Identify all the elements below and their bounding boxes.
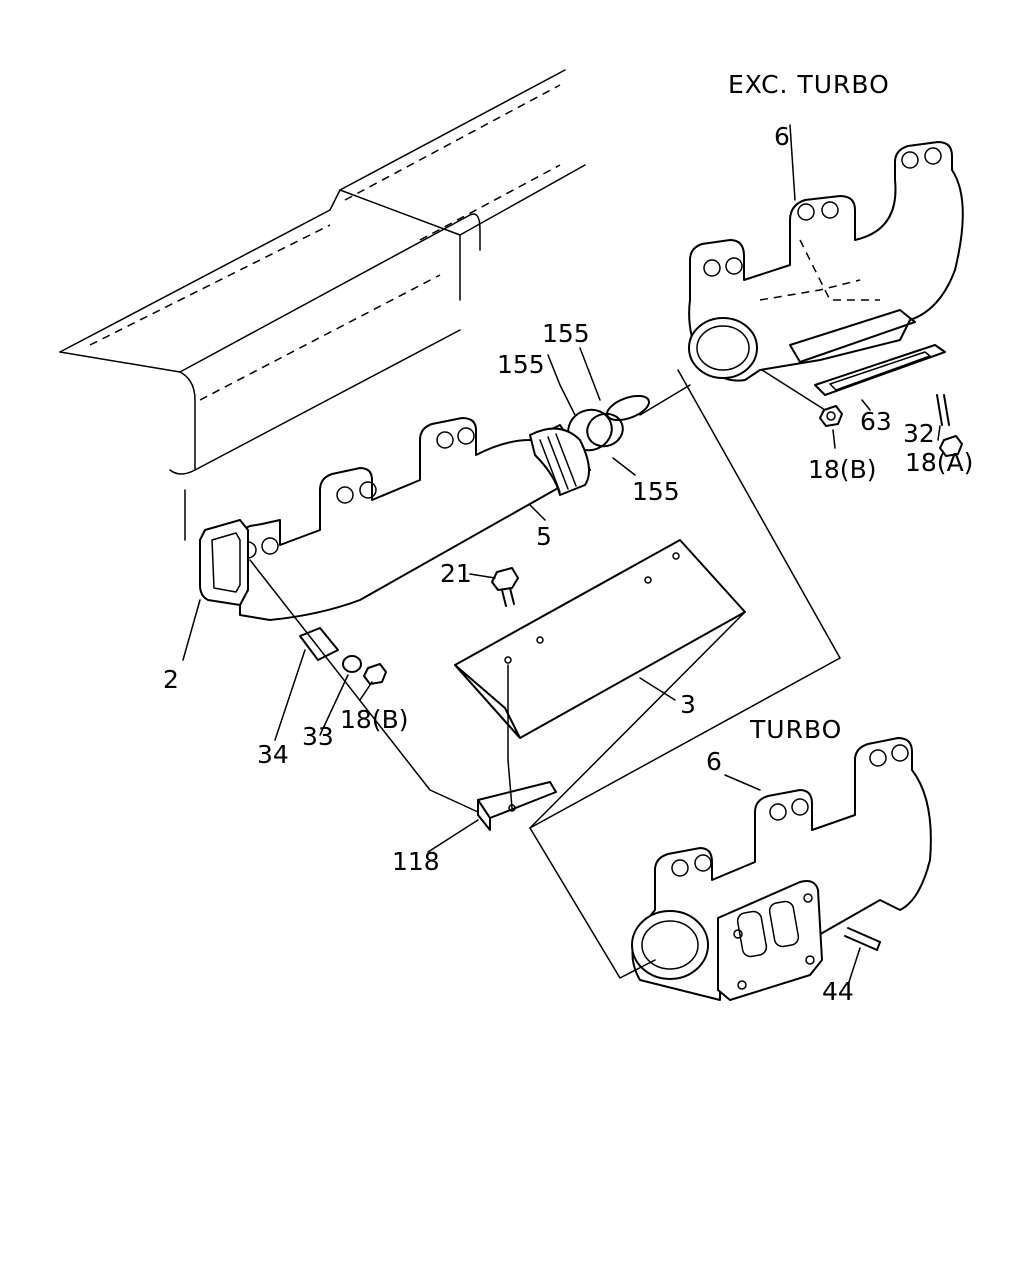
turbo-flange (717, 880, 823, 1001)
washer-33 (342, 655, 362, 673)
nut-18b-top (819, 405, 843, 427)
gasket-2 (199, 519, 249, 606)
callout-63: 63 (860, 407, 892, 436)
nut-18b-bottom (363, 663, 387, 685)
bracket-118 (477, 781, 557, 831)
manifold-exc-turbo (688, 141, 964, 382)
heat-shield-3 (454, 539, 746, 739)
callout-3: 3 (680, 690, 696, 719)
callout-18b-bottom: 18(B) (340, 705, 408, 734)
callout-33: 33 (302, 722, 334, 751)
spacer-34 (299, 627, 339, 661)
gasket-63 (814, 344, 946, 396)
callout-34: 34 (257, 740, 289, 769)
leader-lines (182, 124, 941, 986)
callout-32: 32 (903, 419, 935, 448)
callout-2: 2 (163, 665, 179, 694)
stud-44 (844, 927, 881, 951)
heading-turbo: TURBO (749, 715, 842, 744)
callout-155-a: 155 (542, 319, 590, 348)
manifold-main (239, 417, 591, 621)
callout-155-c: 155 (632, 477, 680, 506)
callout-155-b: 155 (497, 350, 545, 379)
heading-exc-turbo: EXC. TURBO (728, 70, 890, 99)
callout-118: 118 (392, 847, 440, 876)
callout-18a: 18(A) (905, 448, 973, 477)
engine-block-outline (59, 69, 586, 541)
callout-6-bottom: 6 (706, 747, 722, 776)
callout-5: 5 (536, 522, 552, 551)
bolt-21 (491, 567, 519, 607)
callout-44: 44 (822, 977, 854, 1006)
callout-6-top: 6 (774, 122, 790, 151)
stud-32 (936, 394, 950, 426)
seal-rings-155 (567, 394, 650, 452)
callout-18b-top: 18(B) (808, 455, 876, 484)
nut-18a (939, 435, 963, 457)
callout-21: 21 (440, 559, 472, 588)
